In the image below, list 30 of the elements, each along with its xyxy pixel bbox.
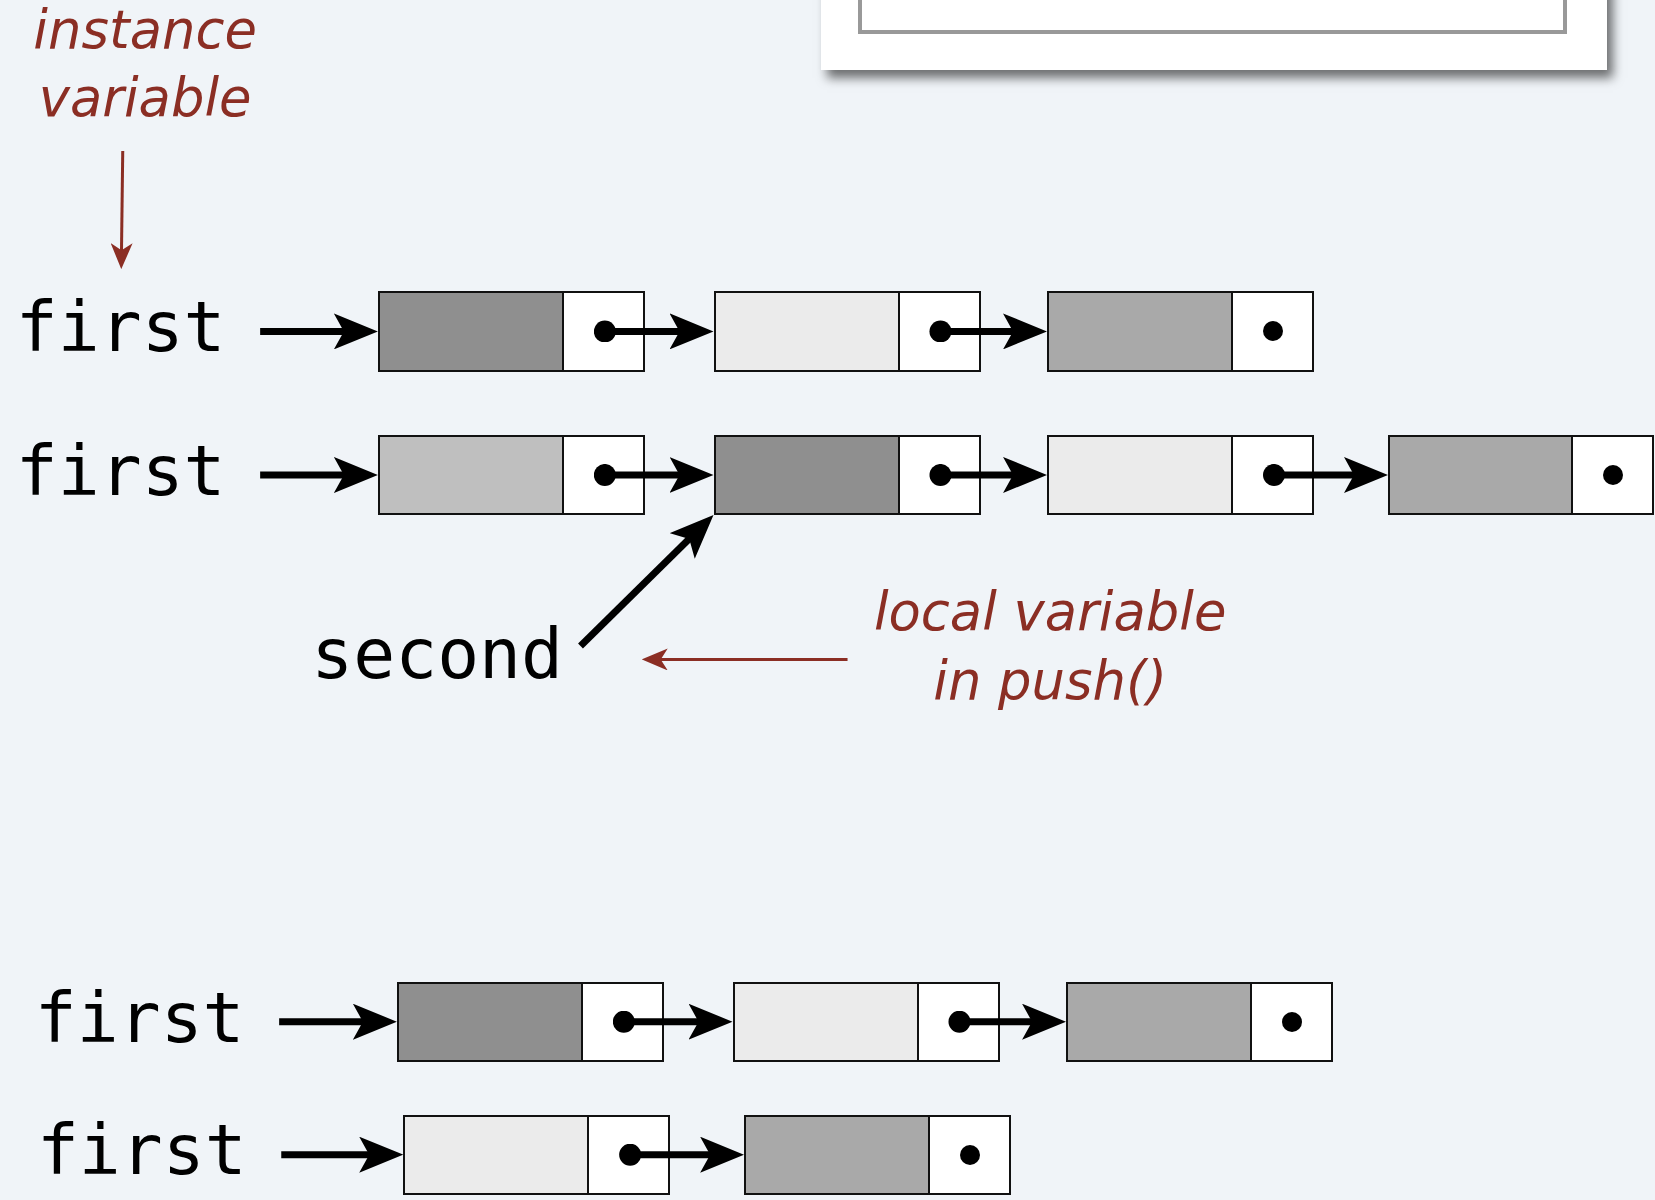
variable-name: first [15, 284, 251, 370]
linked-list-node [403, 1114, 671, 1195]
linked-list-node [1387, 434, 1654, 516]
linked-list-node [713, 291, 981, 372]
pointer-arrow [1263, 456, 1388, 493]
variable-name: first [36, 1108, 272, 1193]
pointer-arrow [929, 456, 1048, 493]
linked-list-node [744, 1114, 1012, 1195]
linked-list-node [1047, 434, 1315, 516]
annotation-text: instance variable [5, 0, 285, 144]
variable-name: first [34, 976, 270, 1061]
pointer-arrow [593, 456, 714, 493]
pointer-arrow [619, 1136, 745, 1173]
pointer-arrow [929, 313, 1048, 350]
linked-list-node [713, 434, 981, 516]
arrow [641, 648, 848, 671]
annotation-text: local variable in push() [844, 578, 1256, 732]
variable-name: first [15, 428, 251, 513]
linked-list-node [732, 981, 1000, 1062]
linked-list-node [1066, 981, 1334, 1062]
linked-list-node [1047, 291, 1315, 372]
variable-name: second [311, 612, 581, 697]
linked-list-node [377, 434, 645, 516]
arrow [110, 150, 133, 270]
pointer-arrow [612, 1003, 733, 1040]
linked-list-node [377, 291, 645, 372]
arrow [578, 515, 714, 649]
pointer-arrow [948, 1003, 1067, 1040]
linked-list-node [396, 981, 664, 1062]
pointer-arrow [593, 313, 714, 350]
